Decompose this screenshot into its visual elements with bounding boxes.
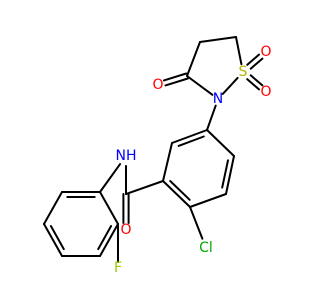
bond-b6-b1 bbox=[99, 191, 119, 225]
sulfonyl-oxygen-upper-label: O bbox=[260, 44, 271, 60]
bond-nh-b1 bbox=[99, 163, 122, 193]
ring-carbonyl-oxygen-label: O bbox=[152, 77, 163, 93]
fluorine-atom-label: F bbox=[114, 260, 122, 276]
sulfonyl-oxygen-lower-label: O bbox=[260, 84, 271, 100]
bond-s1-o2-a bbox=[246, 78, 260, 91]
bond-a1-a2 bbox=[171, 129, 208, 144]
bond-b2-b3 bbox=[43, 191, 63, 225]
bond-a3-ca bbox=[125, 180, 164, 195]
amide-nh-label: NH bbox=[116, 148, 137, 164]
bond-b5-b6-inner bbox=[97, 225, 113, 251]
chlorine-atom-label: Cl bbox=[199, 240, 213, 256]
bond-a3-a4-inner bbox=[169, 180, 191, 201]
bond-b3-b4 bbox=[43, 223, 63, 257]
bond-b5-b6 bbox=[99, 223, 119, 257]
bond-a3-a4 bbox=[162, 180, 191, 208]
bond-s1-c5 bbox=[235, 36, 243, 66]
bond-c3-o3-b bbox=[164, 77, 189, 87]
bond-a4-cl bbox=[189, 206, 204, 240]
ring-nitrogen-label: N bbox=[213, 91, 223, 107]
bond-b3-b4-inner bbox=[49, 225, 65, 251]
bond-n1-s1 bbox=[221, 76, 239, 95]
bond-a4-a5 bbox=[189, 193, 227, 208]
bond-s1-o1-a bbox=[249, 57, 264, 70]
bond-c3-o3-a bbox=[162, 72, 188, 82]
bond-a5-a6-inner bbox=[221, 159, 229, 189]
bond-n1-a1 bbox=[206, 104, 217, 131]
amide-oxygen-label: O bbox=[120, 222, 131, 238]
bond-a5-a6 bbox=[225, 155, 235, 195]
bond-a2-a3 bbox=[162, 142, 173, 182]
bond-s1-o2-b bbox=[249, 74, 264, 87]
bond-s1-o1-b bbox=[246, 53, 260, 66]
real-bond-layer bbox=[43, 36, 264, 263]
bond-a1-a2-inner bbox=[177, 135, 205, 147]
sulfur-atom-label: S bbox=[239, 64, 248, 80]
bond-a6-a1 bbox=[206, 129, 235, 157]
bond-c4-c3 bbox=[186, 41, 201, 77]
bond-c3-n1 bbox=[186, 75, 214, 96]
bond-c5-c4 bbox=[199, 36, 237, 43]
